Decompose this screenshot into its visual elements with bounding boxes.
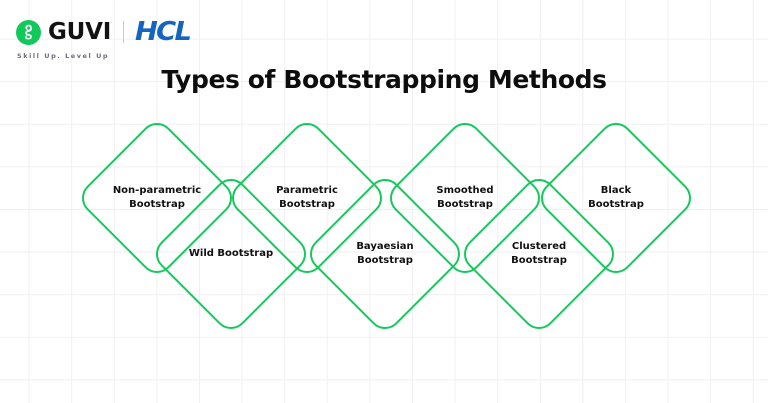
page-title: Types of Bootstrapping Methods	[161, 65, 607, 94]
brand-tagline: Skill Up. Level Up	[17, 52, 110, 60]
brand-divider	[123, 21, 125, 43]
guvi-wordmark: GUVI	[48, 18, 112, 45]
hcl-wordmark: HCL	[135, 17, 192, 47]
brand-bar: GUVI HCL Skill Up. Level Up	[16, 17, 192, 60]
guvi-g-mark-icon	[16, 19, 41, 45]
brand-logo-row: GUVI HCL	[16, 17, 192, 47]
